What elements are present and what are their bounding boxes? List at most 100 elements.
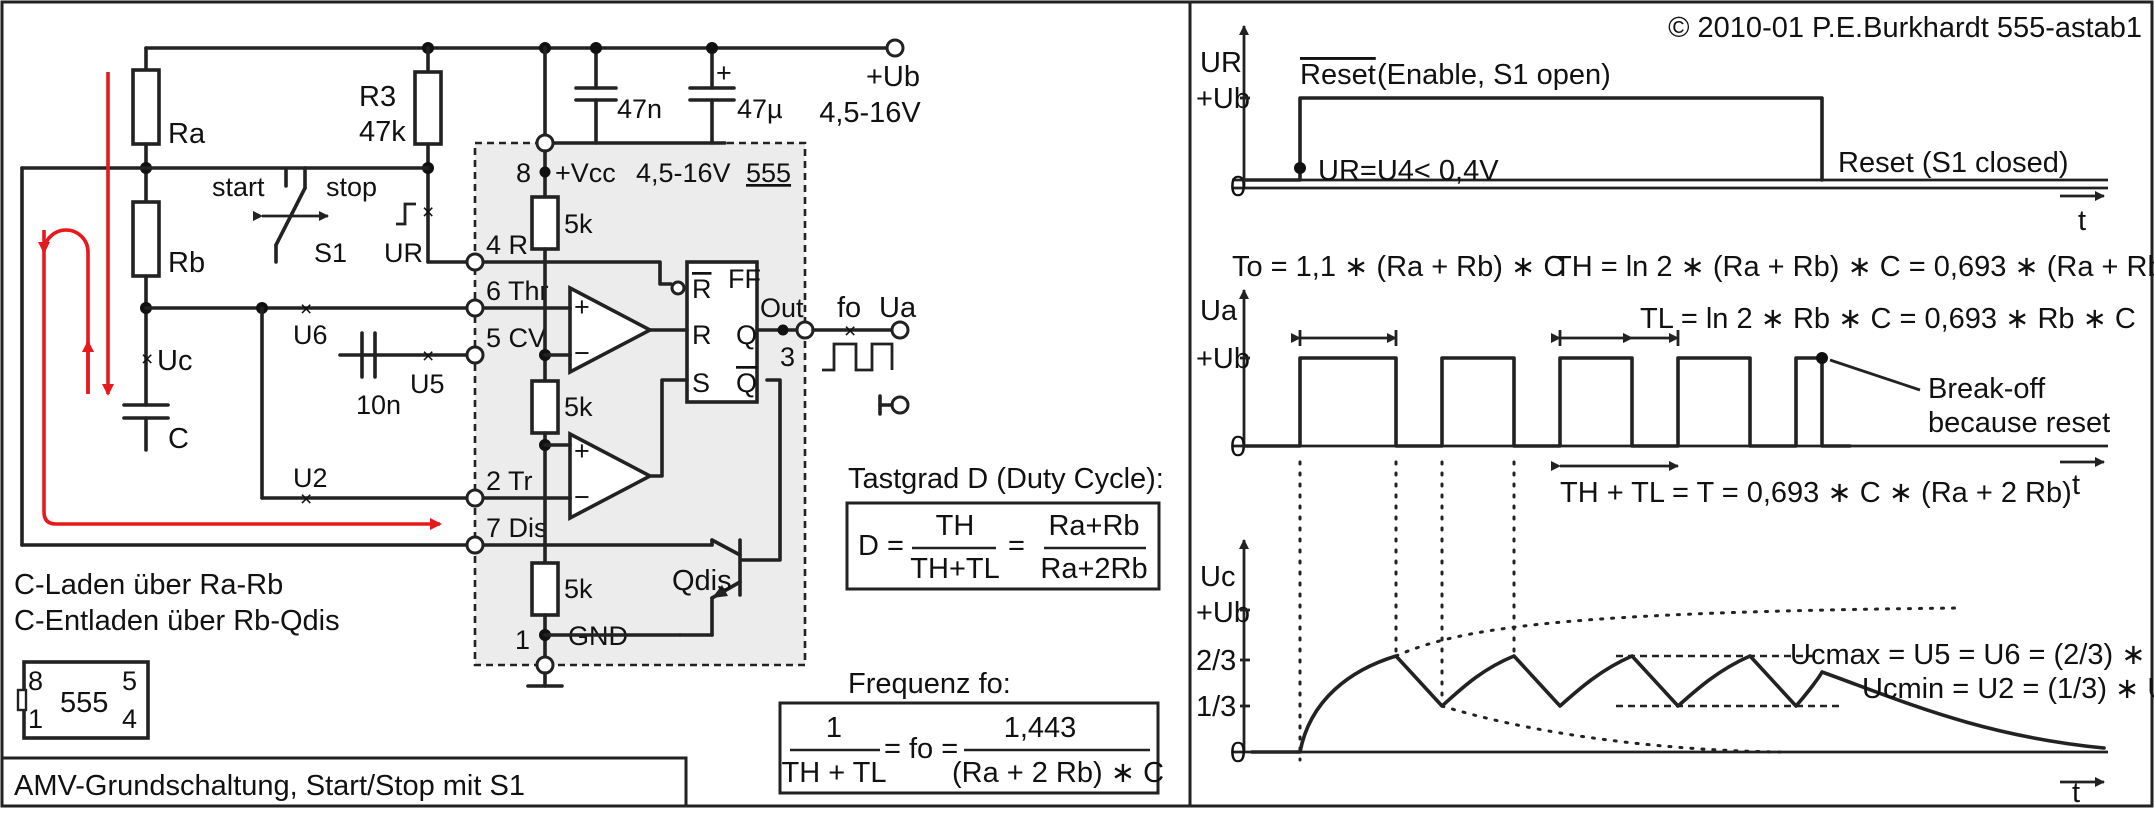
duty-caption: Tastgrad D (Duty Cycle): xyxy=(848,463,1164,495)
graph-uc: t Uc +Ub 2/3 1/3 0 Ucmax = U5 = U6 = (2/… xyxy=(1196,539,2154,809)
freq-num: 1,443 xyxy=(1004,712,1077,744)
g3-ub: +Ub xyxy=(1196,597,1250,629)
cap-47n xyxy=(574,46,618,145)
pin6-label: 6 Thr xyxy=(486,276,549,306)
ff-label: FF xyxy=(728,264,761,294)
cap-47u xyxy=(688,46,736,145)
g2-zero: 0 xyxy=(1230,431,1246,463)
duty-thtl: TH+TL xyxy=(910,553,999,585)
u6-mark: × xyxy=(300,298,312,321)
copyright: © 2010-01 P.E.Burkhardt 555-astab1 xyxy=(1668,12,2142,44)
freq-fo: = fo = xyxy=(884,733,958,765)
title: AMV-Grundschaltung, Start/Stop mit S1 xyxy=(14,770,525,802)
g2-break2: because reset xyxy=(1928,407,2110,439)
cv-cap-label: 10n xyxy=(356,390,401,420)
gnd-terminal xyxy=(890,395,910,415)
ff-r: R xyxy=(692,320,712,350)
graph-reset: t UR +Ub 0 Reset (Enable, S1 open) UR=U4… xyxy=(1196,25,2108,237)
discharge-note: C-Entladen über Rb-Qdis xyxy=(14,605,340,637)
pin4-label: 4 R xyxy=(486,230,528,260)
pin7-terminal xyxy=(465,535,485,555)
fo-mark: × xyxy=(844,320,856,343)
freq-one: 1 xyxy=(826,712,842,744)
ua-label: Ua xyxy=(879,292,917,324)
pin3-terminal xyxy=(795,320,815,340)
internal-5k-bot xyxy=(530,561,560,617)
u2-mark: × xyxy=(300,488,312,511)
u6-label: U6 xyxy=(293,320,328,350)
duty-rarb: Ra+Rb xyxy=(1048,510,1139,542)
ff-q: Q xyxy=(736,320,757,350)
ub-terminal xyxy=(885,38,905,58)
pin5-terminal xyxy=(465,345,485,365)
output-square-symbol xyxy=(822,342,894,372)
g2-break1: Break-off xyxy=(1928,373,2046,405)
charge-note: C-Laden über Ra-Rb xyxy=(14,569,283,601)
g1-ur-label: UR=U4< 0,4V xyxy=(1318,155,1499,187)
g2-t: t xyxy=(2072,469,2080,501)
ra-label: Ra xyxy=(168,118,206,150)
freq-den: TH + TL xyxy=(781,757,886,789)
supply-plus: +Ub xyxy=(866,61,920,93)
g3-ucmin: Ucmin = U2 = (1/3) ∗ Ub xyxy=(1862,673,2154,705)
ff-qbar: Q xyxy=(736,368,757,398)
resistor-r3 xyxy=(413,70,443,146)
g2-tl: TL = ln 2 ∗ Rb ∗ C = 0,693 ∗ Rb ∗ C xyxy=(1640,303,2136,335)
supply-range: 4,5-16V xyxy=(819,97,921,129)
g1-reset-open-bar: Reset xyxy=(1300,59,1376,91)
vcc-label: +Vcc xyxy=(555,158,616,188)
comparator-lower xyxy=(568,431,654,521)
g2-to: To = 1,1 ∗ (Ra + Rb) ∗ C xyxy=(1232,251,1564,283)
ff-rbar: R xyxy=(692,274,712,304)
freq-caption: Frequenz fo: xyxy=(848,668,1011,700)
pin8-label: 8 xyxy=(516,158,531,188)
r5k-3: 5k xyxy=(564,574,593,604)
g1-t: t xyxy=(2078,205,2086,237)
flip-flop xyxy=(685,260,759,404)
ic-555-box xyxy=(473,141,807,667)
uc-label: Uc xyxy=(157,345,192,377)
comp2-plus: + xyxy=(574,436,590,466)
duty-d: D = xyxy=(858,530,904,562)
pin1-label: 1 xyxy=(515,625,530,655)
title-box xyxy=(0,756,688,808)
g2-th: TH = ln 2 ∗ (Ra + Rb) ∗ C = 0,693 ∗ (Ra … xyxy=(1554,251,2154,283)
stop-label: stop xyxy=(326,172,377,202)
cap1-value: 47n xyxy=(617,94,662,124)
pin1-terminal xyxy=(535,655,555,675)
freq-den2: (Ra + 2 Rb) ∗ C xyxy=(952,757,1164,789)
ur-step-symbol xyxy=(396,202,416,226)
out-label: Out xyxy=(760,293,804,323)
r5k-2: 5k xyxy=(564,392,593,422)
duty-eq: = xyxy=(1008,530,1025,562)
rb-label: Rb xyxy=(168,247,205,279)
pkg-pin1: 1 xyxy=(28,704,43,734)
r3-name: R3 xyxy=(359,81,396,113)
pin2-label: 2 Tr xyxy=(486,466,533,496)
cap2-value: 47µ xyxy=(737,94,783,124)
resistor-ra xyxy=(131,68,161,146)
g1-reset-open-rest: (Enable, S1 open) xyxy=(1377,59,1611,91)
pin3-label: 3 xyxy=(780,342,795,372)
freq-box xyxy=(778,701,1160,795)
comparator-upper xyxy=(568,285,654,375)
pkg-pin8: 8 xyxy=(28,666,43,696)
pkg-pin5: 5 xyxy=(122,666,137,696)
graph-ua: t Ua +Ub 0 Break-off because reset To = … xyxy=(1196,251,2154,509)
g3-ucmax: Ucmax = U5 = U6 = (2/3) ∗ Ub xyxy=(1790,639,2154,671)
r5k-1: 5k xyxy=(564,209,593,239)
g1-ylabel: UR xyxy=(1200,47,1242,79)
ic-name: 555 xyxy=(746,158,791,188)
cap2-plus: + xyxy=(716,58,732,88)
g3-one-third: 1/3 xyxy=(1196,691,1236,723)
uc-mark: × xyxy=(141,348,153,371)
ur-label: UR xyxy=(384,238,423,268)
u5-label: U5 xyxy=(410,369,445,399)
pkg-name: 555 xyxy=(60,687,108,719)
r3-value: 47k xyxy=(359,116,406,148)
qdis-label: Qdis xyxy=(672,565,732,597)
comp2-minus: − xyxy=(574,482,590,512)
resistor-rb xyxy=(131,200,161,278)
comp1-minus: − xyxy=(574,338,590,368)
